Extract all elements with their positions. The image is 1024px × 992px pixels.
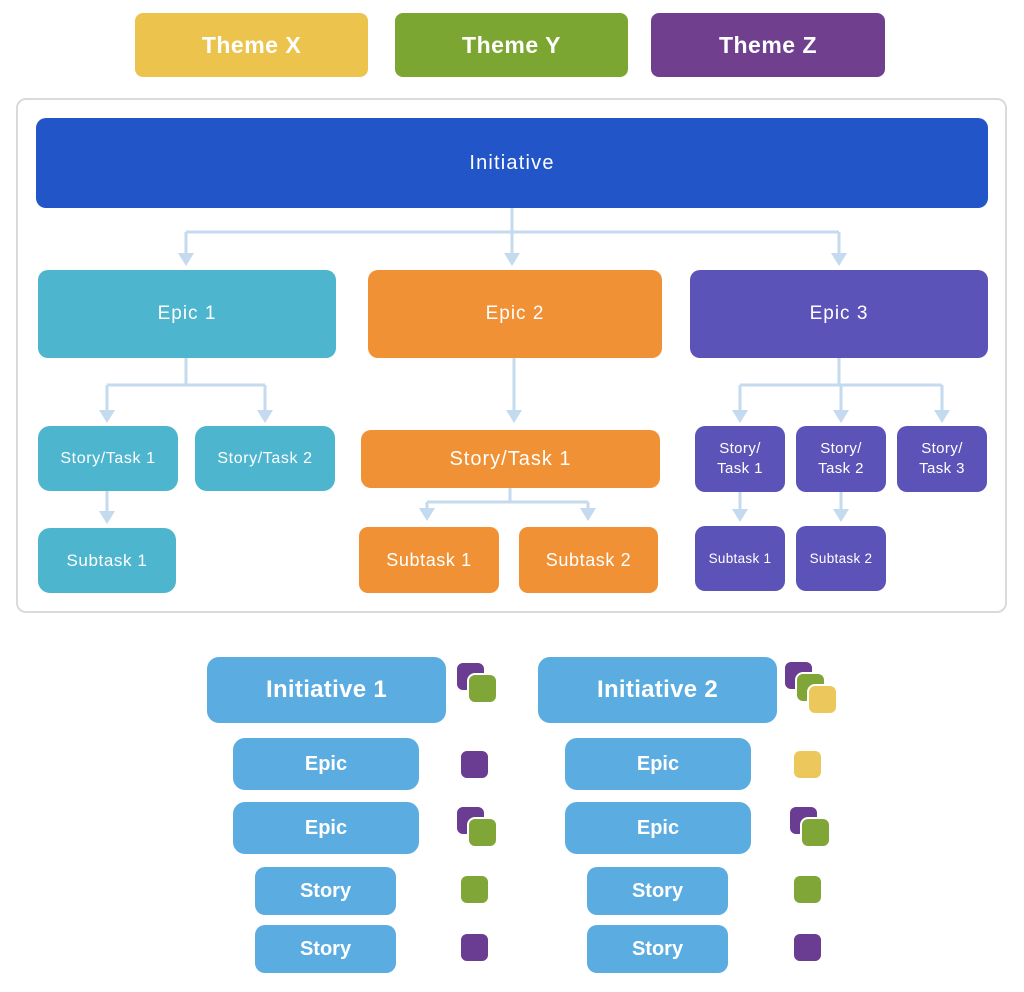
board-epic-card: Epic: [565, 802, 751, 854]
epic-2-card: Epic 2: [368, 270, 662, 358]
purple-subtask-1-card: Subtask 1: [695, 526, 785, 591]
orange-subtask-1-card: Subtask 1: [359, 527, 499, 593]
initiative-1-card: Initiative 1: [207, 657, 446, 723]
story-tags: [459, 932, 519, 992]
story-label-line2: Task 3: [919, 460, 965, 477]
board-story-card: Story: [587, 925, 728, 973]
epic-3-card: Epic 3: [690, 270, 988, 358]
initiative-2-card: Initiative 2: [538, 657, 777, 723]
purple-story-task-1-card: Story/ Task 1: [695, 426, 785, 492]
teal-story-task-1-card: Story/Task 1: [38, 426, 178, 491]
story-tags: [792, 932, 852, 992]
purple-tag-square: [459, 932, 490, 963]
story-tags: [792, 874, 852, 934]
theme-x-card: Theme X: [135, 13, 368, 77]
initiative-2-tags: [783, 660, 843, 720]
green-tag-square: [459, 874, 490, 905]
green-tag-square: [800, 817, 831, 848]
board-epic-card: Epic: [565, 738, 751, 790]
green-tag-square: [792, 874, 823, 905]
green-tag-square: [467, 817, 498, 848]
purple-tag-square: [792, 932, 823, 963]
orange-subtask-2-card: Subtask 2: [519, 527, 658, 593]
story-label-line1: Story/: [719, 440, 761, 457]
purple-tag-square: [459, 749, 490, 780]
story-label-line1: Story/: [820, 440, 862, 457]
epic-tags: [792, 749, 852, 809]
theme-z-card: Theme Z: [651, 13, 885, 77]
story-tags: [459, 874, 519, 934]
teal-story-task-2-card: Story/Task 2: [195, 426, 335, 491]
story-label-line2: Task 1: [717, 460, 763, 477]
orange-story-task-1-card: Story/Task 1: [361, 430, 660, 488]
board-story-card: Story: [255, 925, 396, 973]
epic-tags: [455, 805, 515, 865]
teal-subtask-1-card: Subtask 1: [38, 528, 176, 593]
epic-1-card: Epic 1: [38, 270, 336, 358]
yellow-tag-square: [807, 684, 838, 715]
theme-y-card: Theme Y: [395, 13, 628, 77]
initiative-card: Initiative: [36, 118, 988, 208]
purple-story-task-2-card: Story/ Task 2: [796, 426, 886, 492]
purple-story-task-3-card: Story/ Task 3: [897, 426, 987, 492]
green-tag-square: [467, 673, 498, 704]
story-label-line1: Story/: [921, 440, 963, 457]
yellow-tag-square: [792, 749, 823, 780]
story-label-line2: Task 2: [818, 460, 864, 477]
epic-tags: [788, 805, 848, 865]
epic-tags: [459, 749, 519, 809]
board-story-card: Story: [587, 867, 728, 915]
board-epic-card: Epic: [233, 738, 419, 790]
purple-subtask-2-card: Subtask 2: [796, 526, 886, 591]
board-story-card: Story: [255, 867, 396, 915]
initiative-1-tags: [455, 661, 515, 721]
board-epic-card: Epic: [233, 802, 419, 854]
